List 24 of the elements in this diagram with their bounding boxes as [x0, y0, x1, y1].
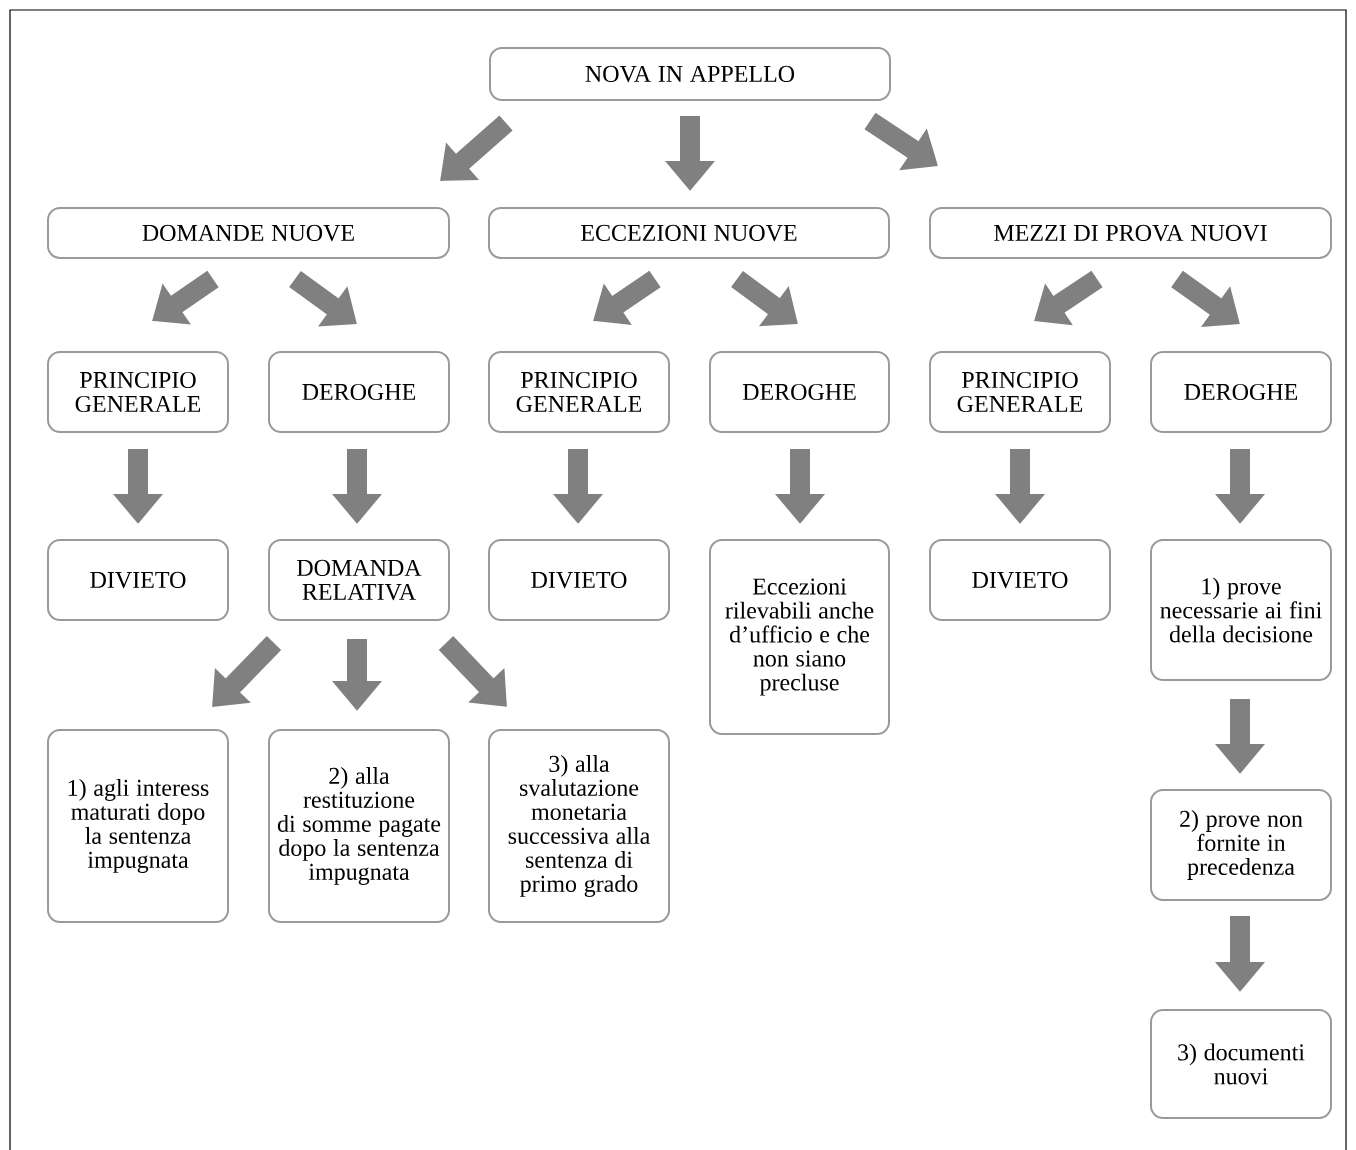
process-box: PRINCIPIO GENERALE [47, 351, 229, 433]
process-box: 1) agli interess maturati dopo la sentenza impugnata [47, 729, 229, 923]
process-box: DEROGHE [709, 351, 890, 433]
process-box: DEROGHE [1150, 351, 1332, 433]
process-box: MEZZI DI PROVA NUOVI [929, 207, 1332, 259]
process-box: Eccezioni rilevabili anche d’ufficio e che non siano precluse [709, 539, 890, 735]
process-box: DOMANDA RELATIVA [268, 539, 450, 621]
arrow [438, 636, 507, 707]
process-box: DIVIETO [929, 539, 1111, 621]
process-box: DOMANDE NUOVE [47, 207, 450, 259]
process-box: DIVIETO [47, 539, 229, 621]
process-box: DEROGHE [268, 351, 450, 433]
process-box: NOVA IN APPELLO [489, 47, 891, 101]
process-box: PRINCIPIO GENERALE [488, 351, 670, 433]
process-box: 2) prove non fornite in precedenza [1150, 789, 1332, 901]
process-box: 3) documenti nuovi [1150, 1009, 1332, 1119]
process-box: PRINCIPIO GENERALE [929, 351, 1111, 433]
process-box: 3) alla svalutazione monetaria successiva alla sentenza di primo grado [488, 729, 670, 923]
arrow [440, 115, 513, 181]
process-box: 2) alla restituzione di somme pagate dopo la sentenza impugnata [268, 729, 450, 923]
process-box: 1) prove necessarie ai fini della decisione [1150, 539, 1332, 681]
arrow [212, 636, 282, 707]
process-box: ECCEZIONI NUOVE [488, 207, 890, 259]
process-box: DIVIETO [488, 539, 670, 621]
